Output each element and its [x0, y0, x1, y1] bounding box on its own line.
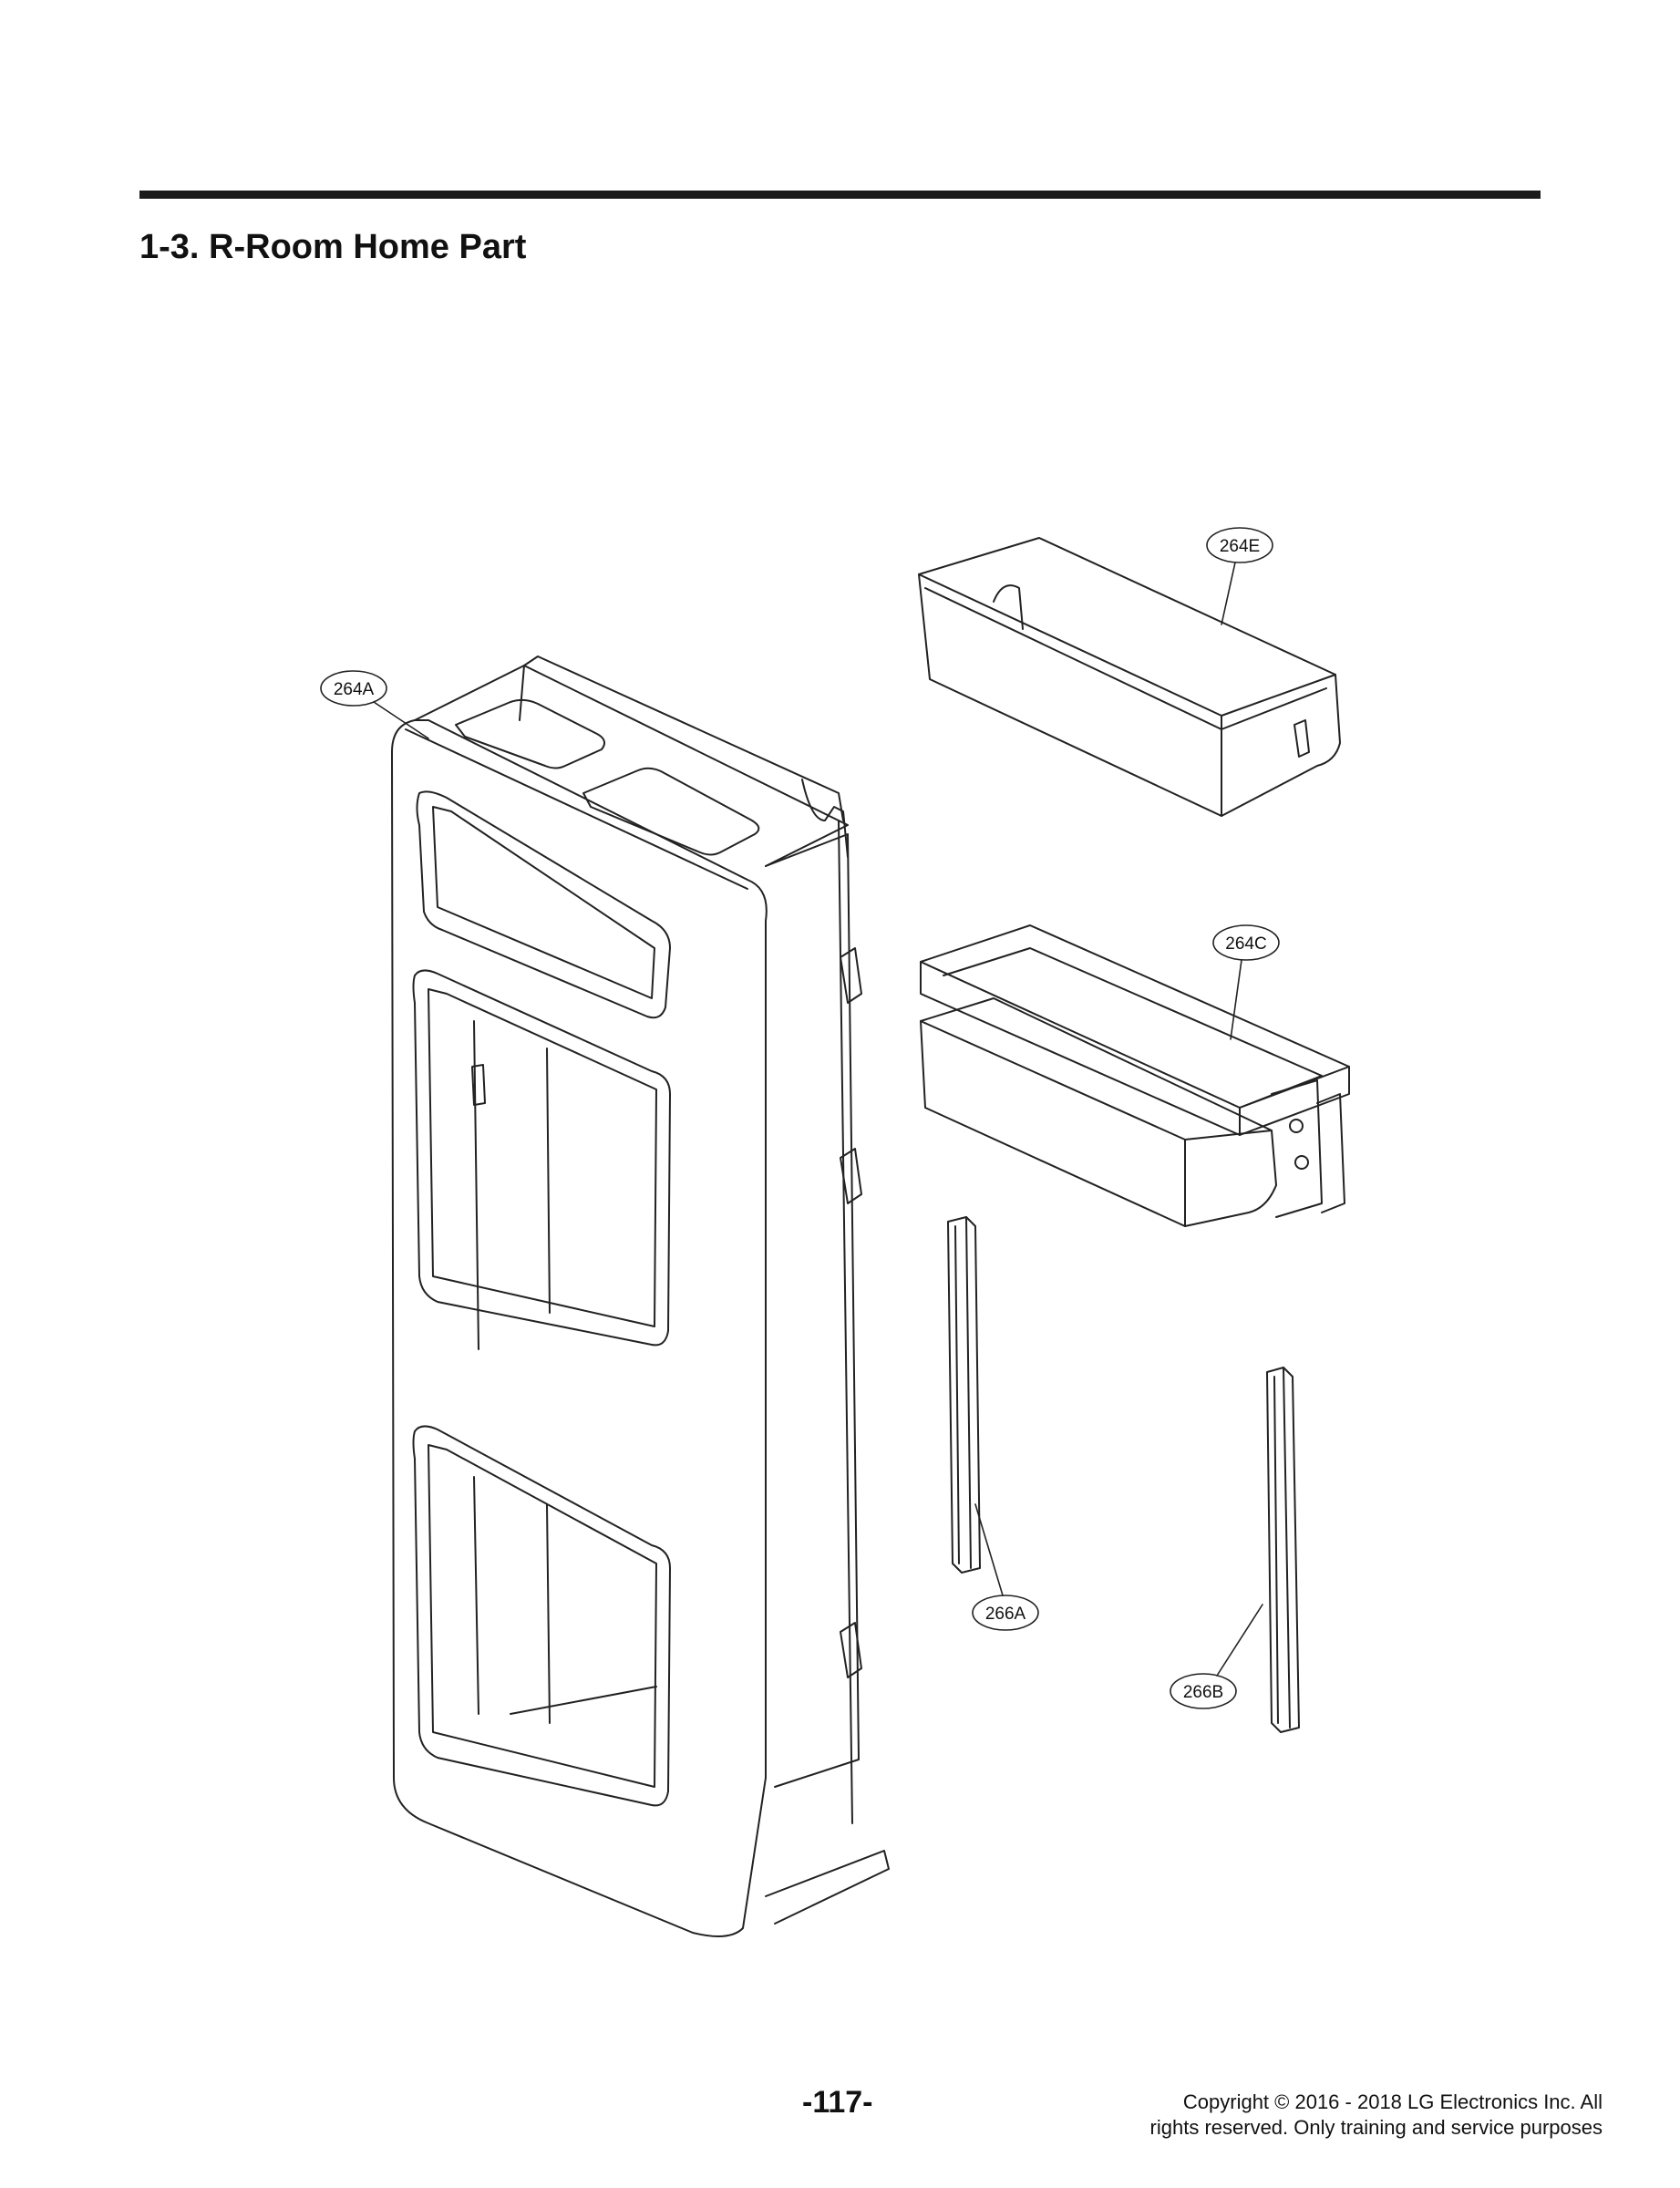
- callout-264E: 264E: [1206, 527, 1273, 625]
- part-264E-door-bin: [918, 537, 1341, 817]
- part-266A-trim: [947, 1216, 981, 1574]
- page-number: -117-: [802, 2085, 873, 2120]
- callout-264E-label: 264E: [1220, 537, 1260, 556]
- copyright-line-1: Copyright © 2016 - 2018 LG Electronics I…: [1182, 2090, 1603, 2113]
- copyright-notice: Copyright © 2016 - 2018 LG Electronics I…: [1019, 2090, 1603, 2141]
- page-title: 1-3. R-Room Home Part: [139, 228, 527, 266]
- callout-266B: 266B: [1170, 1604, 1263, 1709]
- callout-264A-label: 264A: [334, 680, 375, 699]
- callout-264C-label: 264C: [1225, 934, 1266, 954]
- callout-266A-label: 266A: [985, 1605, 1026, 1624]
- callout-266A: 266A: [972, 1503, 1039, 1631]
- part-266B-trim: [1266, 1367, 1300, 1733]
- copyright-line-2: rights reserved. Only training and servi…: [1149, 2116, 1603, 2139]
- callout-264A: 264A: [320, 670, 429, 739]
- callout-264C: 264C: [1212, 924, 1280, 1040]
- header-rule: [139, 191, 1541, 199]
- callout-266B-label: 266B: [1183, 1683, 1223, 1702]
- part-264C-bin-assembly: [920, 924, 1350, 1227]
- part-264A-home-frame: [391, 655, 890, 1937]
